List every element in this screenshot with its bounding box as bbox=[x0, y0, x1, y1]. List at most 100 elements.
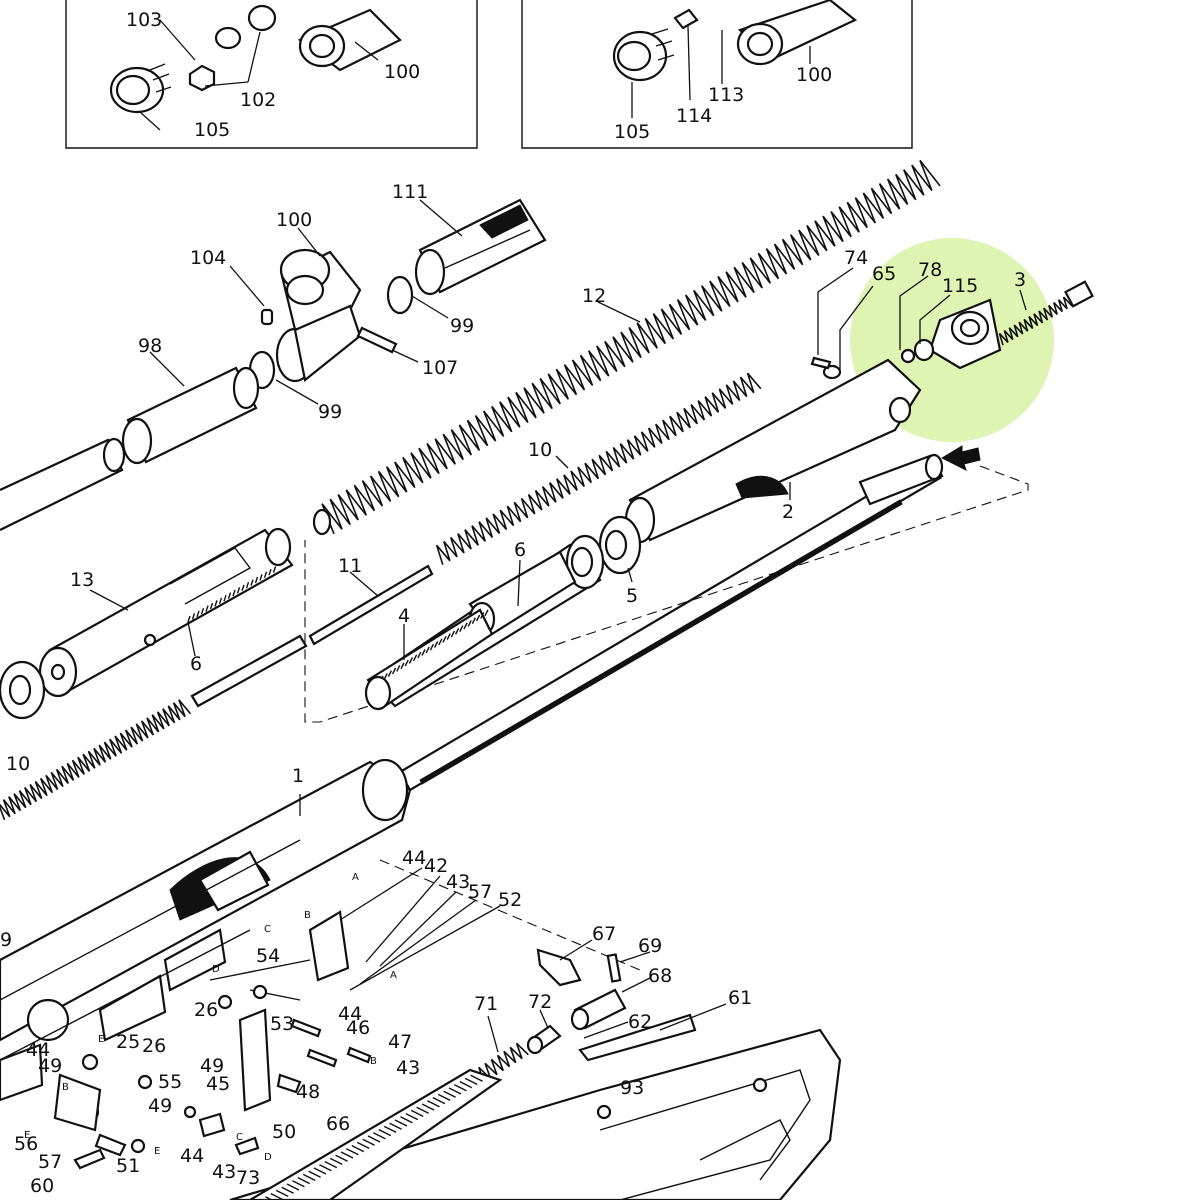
label-100: 100 bbox=[276, 209, 312, 231]
label-44-top: 44 bbox=[402, 847, 426, 869]
label-57-top: 57 bbox=[468, 881, 492, 903]
leader-lines bbox=[89, 199, 1027, 1053]
label-74: 74 bbox=[844, 247, 868, 269]
label-6-upper: 6 bbox=[514, 539, 526, 561]
letter-e3: E bbox=[24, 1130, 30, 1141]
label-99-upper: 99 bbox=[450, 315, 474, 337]
label-13: 13 bbox=[70, 569, 94, 591]
letter-a: A bbox=[352, 872, 359, 883]
label-44-left: 44 bbox=[26, 1039, 50, 1061]
label-67: 67 bbox=[592, 923, 616, 945]
part-99-ring-upper bbox=[386, 275, 414, 315]
label-104: 104 bbox=[190, 247, 226, 269]
part-104-pin bbox=[260, 308, 274, 326]
part-13-breech bbox=[38, 527, 294, 698]
part-100-housing bbox=[275, 248, 362, 383]
part-lower-rod bbox=[190, 634, 308, 708]
part-71-spring bbox=[478, 1042, 529, 1083]
label-3: 3 bbox=[1014, 269, 1026, 291]
label-51: 51 bbox=[116, 1155, 140, 1177]
label-107: 107 bbox=[422, 357, 458, 379]
label-105-right: 105 bbox=[614, 121, 650, 143]
part-3-bolt-assembly bbox=[810, 280, 1094, 380]
letter-a2: A bbox=[390, 970, 397, 981]
label-47: 47 bbox=[388, 1031, 412, 1053]
label-100-left: 100 bbox=[384, 61, 420, 83]
part-5-seal bbox=[598, 515, 642, 575]
label-48: 48 bbox=[296, 1081, 320, 1103]
label-73: 73 bbox=[236, 1167, 260, 1189]
label-93: 93 bbox=[620, 1077, 644, 1099]
label-102: 102 bbox=[240, 89, 276, 111]
label-62: 62 bbox=[628, 1011, 652, 1033]
part-12-mainspring bbox=[312, 159, 941, 536]
label-68: 68 bbox=[648, 965, 672, 987]
label-50: 50 bbox=[272, 1121, 296, 1143]
letter-e2: E bbox=[154, 1146, 160, 1157]
label-4: 4 bbox=[398, 605, 410, 627]
part-labels: 103 102 105 100 113 100 105 114 111 100 … bbox=[0, 9, 1026, 1197]
label-10-lower: 10 bbox=[6, 753, 30, 775]
part-107-pin bbox=[356, 326, 398, 354]
part-barrel bbox=[398, 453, 944, 792]
label-113: 113 bbox=[708, 84, 744, 106]
label-98: 98 bbox=[138, 335, 162, 357]
label-49-left: 49 bbox=[38, 1055, 62, 1077]
label-99-lower: 99 bbox=[318, 401, 342, 423]
letter-b2: B bbox=[370, 1056, 377, 1067]
part-1-receiver bbox=[0, 758, 412, 1061]
label-66: 66 bbox=[326, 1113, 350, 1135]
letter-d2: D bbox=[264, 1152, 272, 1163]
part-upper-left-tube bbox=[0, 437, 126, 531]
part-stock bbox=[229, 1028, 842, 1200]
part-4-rack bbox=[364, 608, 494, 711]
label-43-mid: 43 bbox=[396, 1057, 420, 1079]
label-2: 2 bbox=[782, 501, 794, 523]
trigger-group bbox=[0, 859, 641, 1170]
letter-d: D bbox=[212, 964, 220, 975]
label-103: 103 bbox=[126, 9, 162, 31]
letter-b: B bbox=[304, 910, 311, 921]
label-57-bottom: 57 bbox=[38, 1151, 62, 1173]
letter-c2: C bbox=[236, 1132, 243, 1143]
part-72-pin bbox=[526, 1024, 562, 1055]
label-65: 65 bbox=[872, 263, 896, 285]
label-52: 52 bbox=[498, 889, 522, 911]
part-98-tube bbox=[121, 366, 260, 465]
label-69: 69 bbox=[638, 935, 662, 957]
label-45: 45 bbox=[206, 1073, 230, 1095]
label-44-mid: 44 bbox=[338, 1003, 362, 1025]
arrow-icon bbox=[940, 445, 981, 471]
label-43-bottom: 43 bbox=[212, 1161, 236, 1183]
label-42: 42 bbox=[424, 855, 448, 877]
label-49-right: 49 bbox=[148, 1095, 172, 1117]
label-78: 78 bbox=[918, 259, 942, 281]
part-10-spring bbox=[435, 372, 762, 565]
inset-box-right bbox=[521, 0, 913, 149]
label-10-upper: 10 bbox=[528, 439, 552, 461]
label-71: 71 bbox=[474, 993, 498, 1015]
label-11: 11 bbox=[338, 555, 362, 577]
label-111: 111 bbox=[392, 181, 428, 203]
inset-box-left bbox=[65, 0, 478, 149]
label-55: 55 bbox=[158, 1071, 182, 1093]
label-1: 1 bbox=[292, 765, 304, 787]
label-5: 5 bbox=[626, 585, 638, 607]
label-12: 12 bbox=[582, 285, 606, 307]
part-2-cylinder bbox=[624, 358, 922, 544]
part-11-rod bbox=[308, 564, 434, 646]
part-61-trigger bbox=[578, 1013, 697, 1062]
label-114: 114 bbox=[676, 105, 712, 127]
label-54: 54 bbox=[256, 945, 280, 967]
label-105-left: 105 bbox=[194, 119, 230, 141]
letter-e: E bbox=[98, 1034, 104, 1045]
label-9: 9 bbox=[0, 929, 12, 951]
label-115: 115 bbox=[942, 275, 978, 297]
label-6-lower: 6 bbox=[190, 653, 202, 675]
parts-67-69-68 bbox=[536, 948, 627, 1031]
letter-c: C bbox=[264, 924, 271, 935]
label-56: 56 bbox=[14, 1133, 38, 1155]
label-25: 25 bbox=[116, 1031, 140, 1053]
letter-b3: B bbox=[62, 1082, 69, 1093]
